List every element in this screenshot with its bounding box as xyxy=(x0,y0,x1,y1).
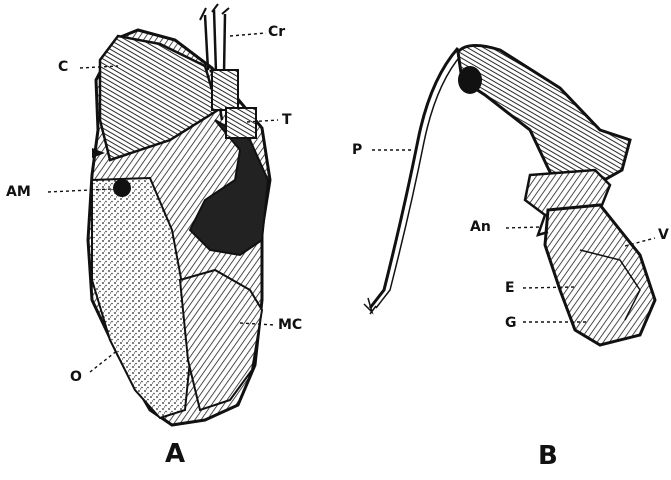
penis-p xyxy=(370,48,458,308)
panel-b-drawing xyxy=(364,45,655,345)
label-cr: Cr xyxy=(268,25,285,39)
sac xyxy=(545,205,655,345)
label-e: E xyxy=(505,281,515,295)
label-o: O xyxy=(70,370,82,384)
upper-body xyxy=(458,45,630,192)
label-mc: MC xyxy=(278,318,302,332)
label-g: G xyxy=(505,316,517,330)
label-t: T xyxy=(282,113,292,127)
label-an: An xyxy=(470,220,491,234)
panel-a-drawing xyxy=(88,4,270,425)
am-spot xyxy=(113,179,131,197)
panel-letter-b: B xyxy=(538,443,558,469)
panel-letter-a: A xyxy=(165,441,185,467)
label-p: P xyxy=(352,143,362,157)
label-c: C xyxy=(58,60,68,74)
label-am: AM xyxy=(6,185,31,199)
label-v: V xyxy=(658,228,669,242)
